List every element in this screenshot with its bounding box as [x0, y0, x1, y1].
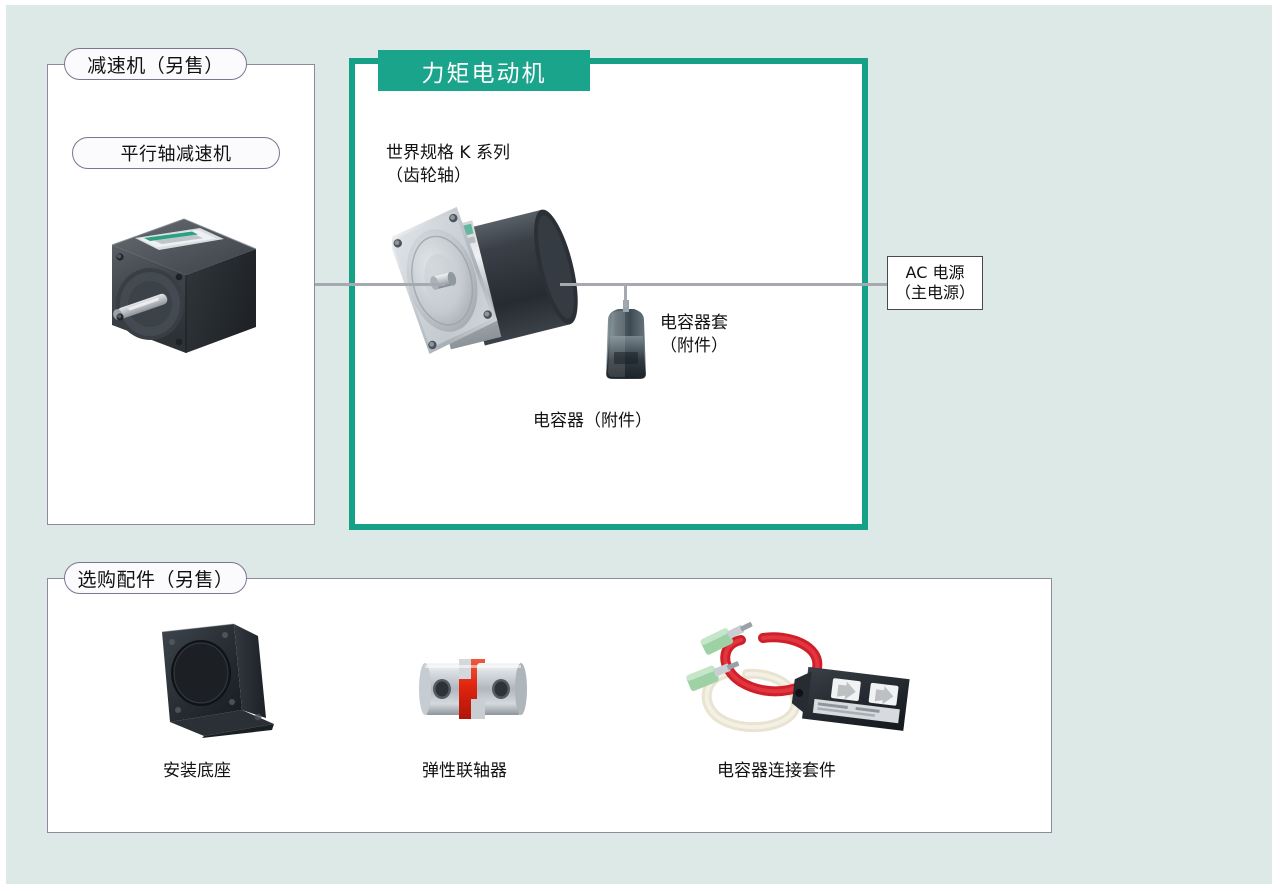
ac-power-box: AC 电源 （主电源） [887, 256, 983, 310]
mounting-bracket-image [142, 618, 282, 738]
capacitor-label: 电容器（附件） [533, 410, 652, 433]
ac-power-line-1: AC 电源 [905, 263, 965, 283]
gearhead-panel-title-text: 减速机（另售） [87, 54, 224, 77]
capacitor-cap-line-2: （附件） [660, 335, 728, 356]
capacitor-label-text: 电容器（附件） [533, 411, 652, 431]
gearhead-panel-title-pill: 减速机（另售） [64, 48, 247, 80]
motor-spec-line-1: 世界规格 K 系列 [386, 143, 510, 163]
parallel-shaft-gearhead-image [88, 205, 278, 375]
accessory-label-coupling-text: 弹性联轴器 [422, 761, 507, 781]
torque-motor-panel-header-text: 力矩电动机 [421, 60, 547, 87]
accessory-label-bracket: 安装底座 [163, 760, 231, 783]
capacitor-drop-line [624, 283, 627, 307]
flexible-coupling-image [415, 645, 537, 735]
accessory-label-coupling: 弹性联轴器 [422, 760, 507, 783]
torque-motor-panel-header: 力矩电动机 [378, 50, 590, 91]
accessory-label-bracket-text: 安装底座 [163, 761, 231, 781]
power-line-right [560, 283, 890, 286]
torque-motor-image: K [388, 186, 607, 376]
ac-power-line-2: （主电源） [894, 283, 975, 302]
capacitor-cap-label: 电容器套 （附件） [660, 312, 728, 358]
capacitor-image [598, 300, 654, 382]
capacitor-connection-kit-image [685, 612, 915, 742]
accessories-panel-title-pill: 选购配件（另售） [64, 562, 247, 594]
accessory-label-capkit: 电容器连接套件 [717, 760, 836, 783]
motor-spec-label: 世界规格 K 系列 （齿轮轴） [386, 142, 510, 188]
accessory-label-capkit-text: 电容器连接套件 [717, 761, 836, 781]
motor-spec-line-2: （齿轮轴） [386, 165, 471, 186]
accessories-panel-title-text: 选购配件（另售） [77, 568, 234, 591]
gearhead-type-text: 平行轴减速机 [120, 144, 232, 165]
power-line-left [315, 283, 445, 286]
capacitor-cap-line-1: 电容器套 [660, 313, 728, 333]
gearhead-type-pill: 平行轴减速机 [72, 137, 280, 169]
